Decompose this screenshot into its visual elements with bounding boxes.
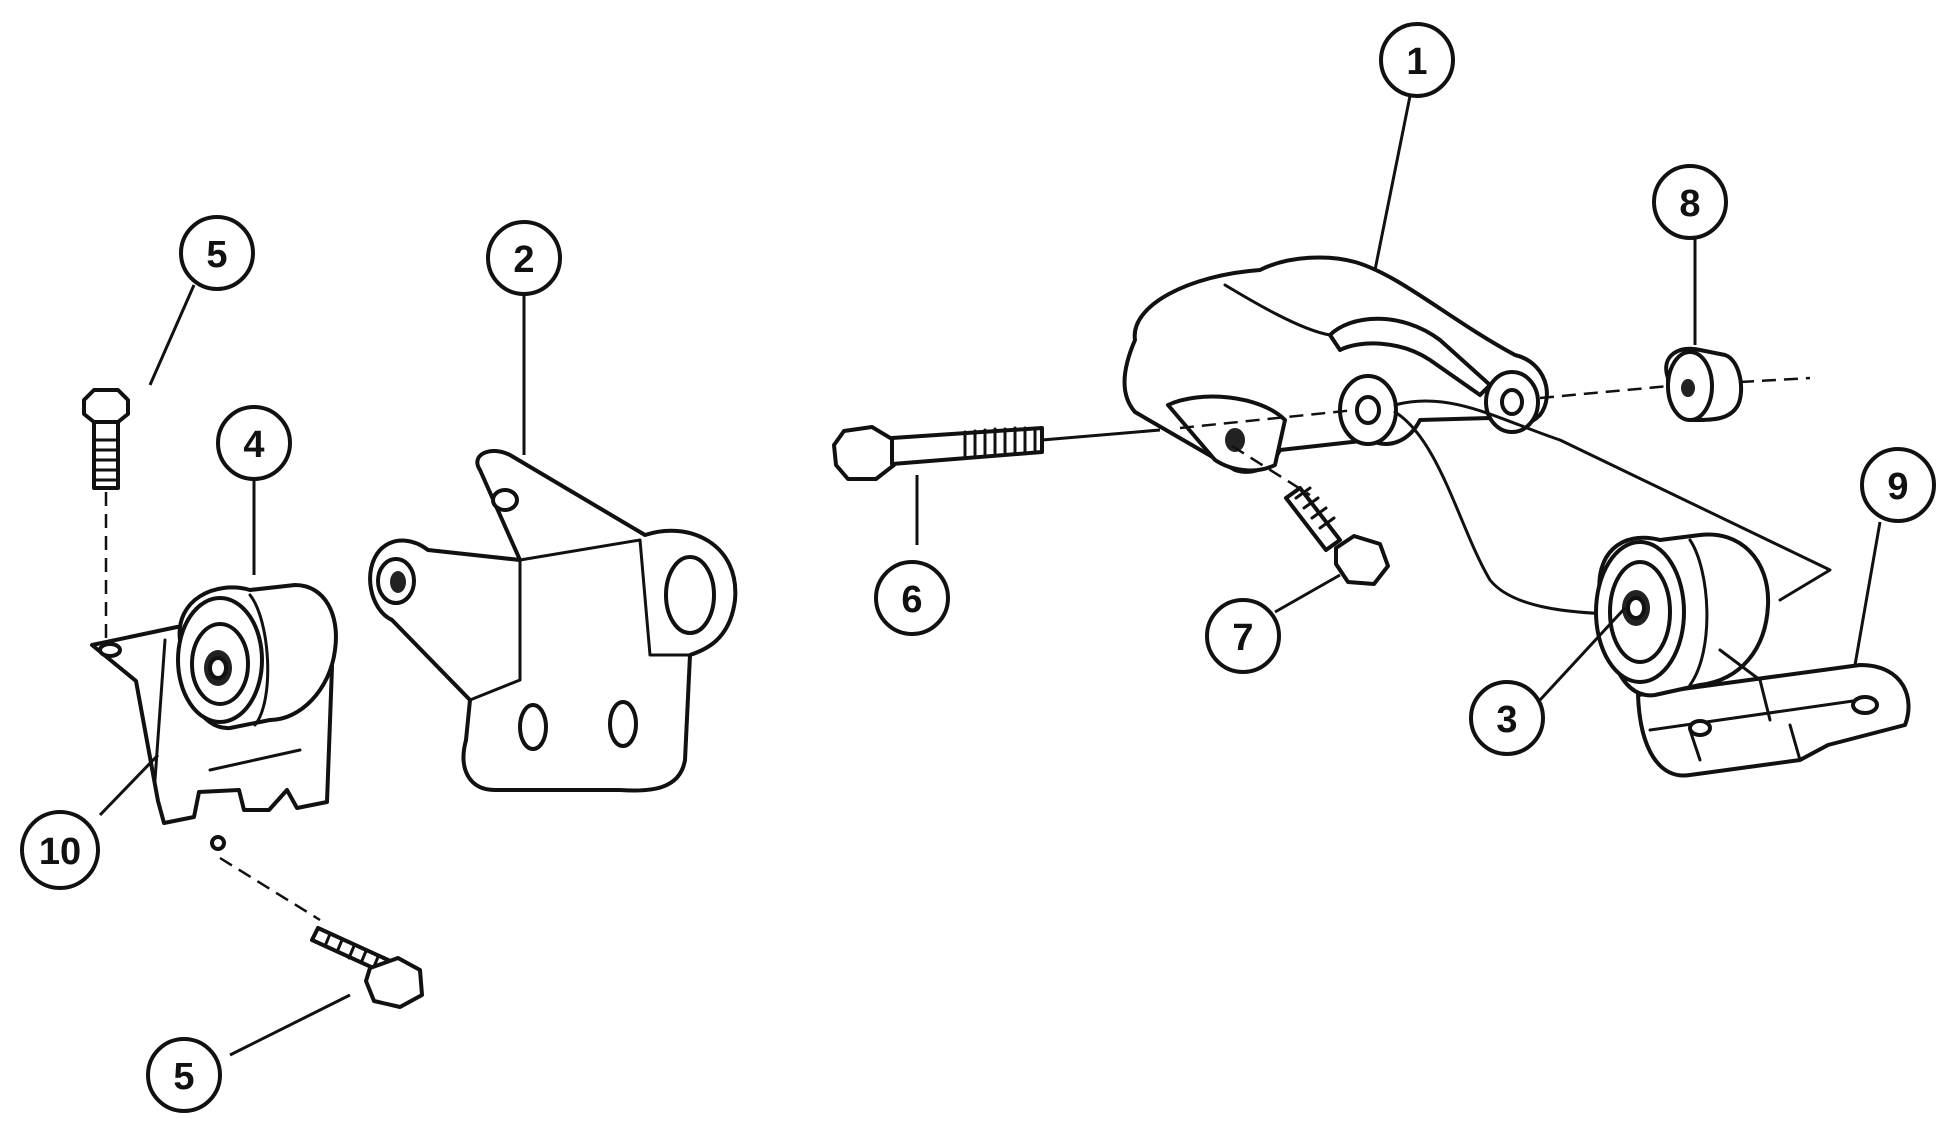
callout-3: 3 (1469, 680, 1545, 756)
leader-3 (1538, 606, 1627, 702)
callout-9: 9 (1860, 447, 1936, 523)
mount-bracket-top (1122, 255, 1549, 474)
svg-text:1: 1 (1406, 41, 1427, 83)
bracket-right-base (1636, 663, 1911, 778)
svg-text:4: 4 (243, 424, 264, 466)
leader-9 (1853, 521, 1882, 666)
leader-1 (1373, 95, 1412, 271)
callout-7: 7 (1205, 598, 1281, 674)
bolt-vertical (82, 388, 130, 640)
leader-7 (1274, 573, 1341, 614)
callout-2: 2 (486, 220, 562, 296)
svg-text:8: 8 (1679, 183, 1700, 225)
insulator-left (176, 583, 338, 731)
short-bolt (1231, 444, 1390, 586)
insulator-right (1594, 532, 1772, 722)
leader-10 (98, 753, 160, 817)
mount-bracket-left (368, 449, 738, 793)
callout-5-top: 5 (179, 215, 255, 291)
callout-6: 6 (874, 560, 950, 636)
svg-text:7: 7 (1232, 617, 1253, 659)
leader-5b (229, 993, 351, 1057)
svg-text:6: 6 (901, 579, 922, 621)
svg-text:5: 5 (206, 234, 227, 276)
callout-10: 10 (20, 810, 100, 890)
long-bolt (832, 408, 1356, 481)
callout-1: 1 (1379, 22, 1455, 98)
svg-text:9: 9 (1887, 466, 1908, 508)
bolt-lower (219, 856, 424, 1009)
svg-text:10: 10 (39, 831, 81, 873)
svg-text:5: 5 (173, 1056, 194, 1098)
svg-text:2: 2 (513, 239, 534, 281)
svg-text:3: 3 (1496, 699, 1517, 741)
leader-5a (148, 284, 196, 386)
callout-5-bottom: 5 (146, 1037, 222, 1113)
nut (1664, 346, 1744, 422)
callout-4: 4 (216, 405, 292, 481)
callout-8: 8 (1652, 164, 1728, 240)
